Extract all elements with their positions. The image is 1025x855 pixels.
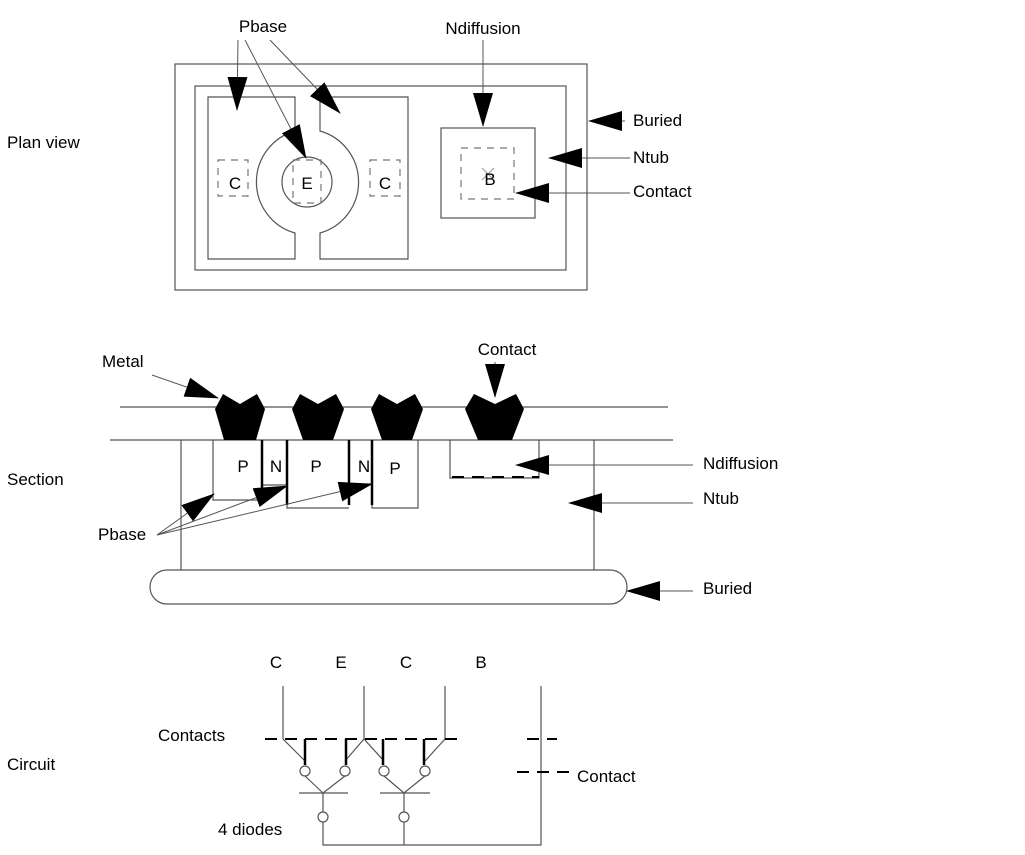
diode-icon	[317, 811, 329, 823]
metal-arrow	[151, 374, 219, 399]
plan-view-label: Plan view	[7, 133, 80, 152]
pbase-right	[319, 96, 409, 260]
region-n: N	[270, 457, 282, 476]
terminal-e: E	[335, 653, 346, 672]
contact-e	[292, 159, 322, 204]
region-p: P	[310, 457, 321, 476]
section-buried-label: Buried	[703, 579, 752, 598]
section-ndiffusion-label: Ndiffusion	[703, 454, 778, 473]
terminal-c: C	[400, 653, 412, 672]
contact-b	[460, 147, 515, 200]
buried-label: Buried	[633, 111, 682, 130]
metal-contact-3	[371, 394, 423, 440]
label-c-left: C	[229, 174, 241, 193]
metal-contact-2	[292, 394, 344, 440]
diode-icon	[339, 765, 351, 777]
pbase-arrow-2	[244, 39, 307, 159]
pbase-label: Pbase	[239, 17, 287, 36]
buried-layer-outline	[174, 63, 588, 291]
diode-icon	[299, 765, 311, 777]
ntub-outline	[194, 85, 567, 271]
plan-view: C E C B Pbase Ndiffusion Buried Ntub Con…	[174, 17, 692, 291]
diode-icon	[378, 765, 390, 777]
region-p: P	[237, 457, 248, 476]
emitter-region	[281, 156, 333, 208]
buried-layer	[149, 569, 628, 605]
section-pbase-label: Pbase	[98, 525, 146, 544]
diode-icon	[419, 765, 431, 777]
contact-c-right	[369, 159, 401, 197]
diodes-label: 4 diodes	[218, 820, 282, 839]
contact-label: Contact	[633, 182, 692, 201]
section-ntub-label: Ntub	[703, 489, 739, 508]
label-e: E	[301, 174, 312, 193]
contacts-label: Contacts	[158, 726, 225, 745]
terminal-c: C	[270, 653, 282, 672]
section-label: Section	[7, 470, 64, 489]
region-n: N	[358, 457, 370, 476]
pbase-arrow-3	[269, 39, 341, 114]
terminal-b: B	[475, 653, 486, 672]
ndiffusion-region	[440, 127, 536, 219]
region-p: P	[389, 459, 400, 478]
ntub-label: Ntub	[633, 148, 669, 167]
contact-x-icon	[481, 167, 495, 181]
label-b: B	[484, 170, 495, 189]
ndiffusion-label: Ndiffusion	[445, 19, 520, 38]
circuit-label: Circuit	[7, 755, 55, 774]
section-view: P N P N P Metal Contact Ndiffusion Ntub …	[98, 340, 778, 605]
pbase-arrow-1	[227, 39, 248, 111]
circuit-view: C E C B Contacts Contact 4 diodes	[158, 653, 636, 846]
contact-c-left	[217, 159, 249, 197]
label-c-right: C	[379, 174, 391, 193]
metal-contact-4	[465, 394, 524, 440]
metal-contact-1	[215, 394, 265, 440]
metal-label: Metal	[102, 352, 144, 371]
circuit-contact-label: Contact	[577, 767, 636, 786]
diode-icon	[398, 811, 410, 823]
section-contact-label: Contact	[478, 340, 537, 359]
pbase-left	[207, 96, 296, 260]
ndiffusion-region-section	[449, 440, 540, 479]
